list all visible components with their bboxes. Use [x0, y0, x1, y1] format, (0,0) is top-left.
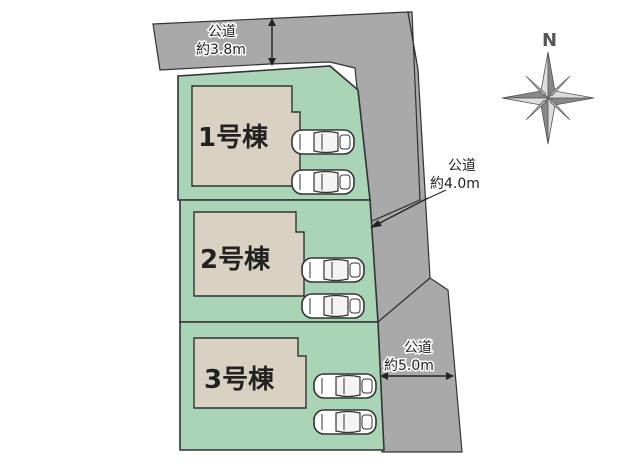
- road-width-marker-east-lower: [380, 372, 454, 380]
- parking-car-icon: [301, 257, 365, 283]
- building-1: [191, 85, 301, 187]
- parking-car-icon: [291, 169, 355, 195]
- road-east-lower-width: 約5.0m: [384, 358, 434, 374]
- parking-car-icon: [291, 129, 355, 155]
- building-2: [193, 211, 305, 297]
- road-north-width: 約3.8m: [196, 42, 246, 58]
- road-east-upper-width: 約4.0m: [430, 176, 480, 192]
- road-east-upper-type: 公道: [448, 158, 476, 174]
- parking-car-icon: [313, 409, 377, 435]
- building-3: [193, 337, 307, 409]
- lot-1-label: 1号棟: [198, 123, 269, 153]
- road-width-marker-north: [268, 18, 276, 66]
- road-east-lower: [377, 277, 463, 453]
- lot-3-label: 3号棟: [204, 365, 275, 395]
- lot-2-label: 2号棟: [200, 245, 271, 275]
- road-width-marker-east-upper: [370, 189, 447, 228]
- road-east-lower-type: 公道: [404, 340, 432, 356]
- compass-north-label: N: [542, 30, 557, 51]
- parking-car-icon: [313, 373, 377, 399]
- road-north-type: 公道: [208, 24, 236, 40]
- parking-car-icon: [301, 293, 365, 319]
- compass-rose-icon: [501, 51, 595, 145]
